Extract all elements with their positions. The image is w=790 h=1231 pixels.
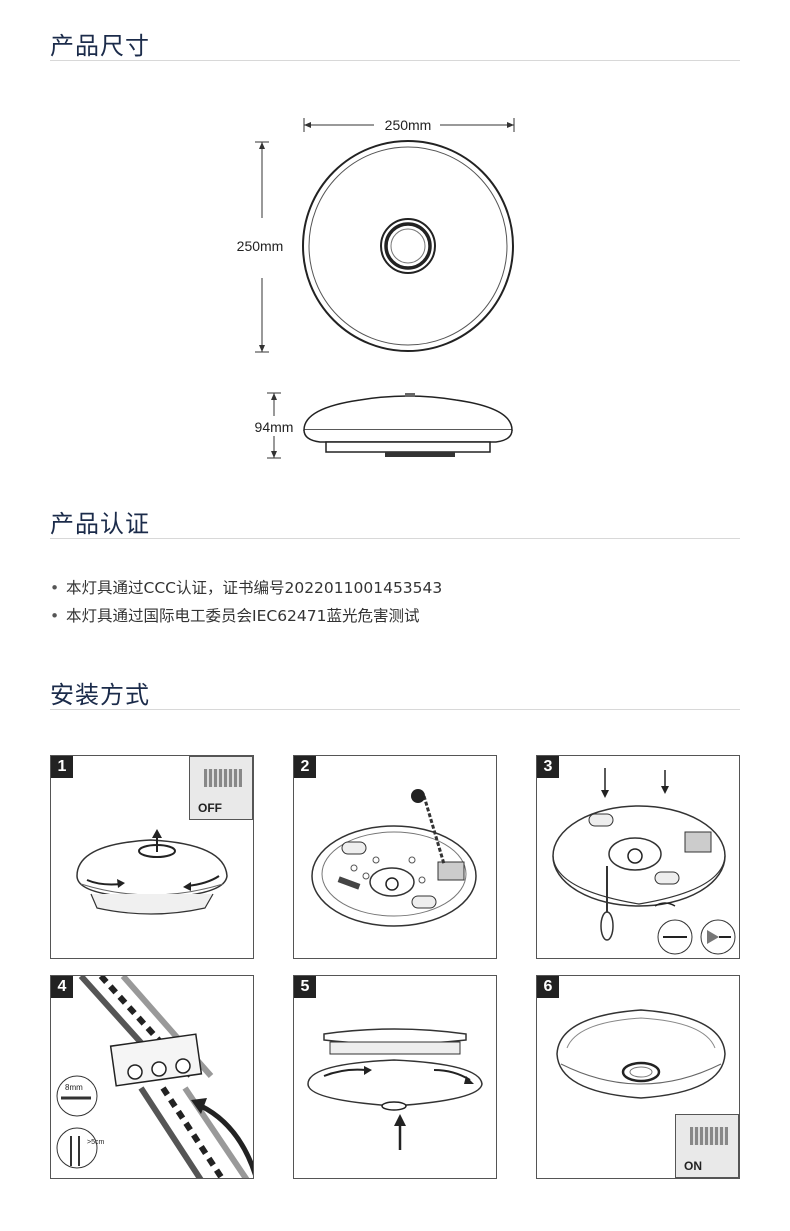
step-number: 1 (51, 756, 73, 778)
install-step-6: ON 6 (536, 975, 740, 1179)
section-divider (50, 60, 740, 61)
certification-text: 本灯具通过CCC认证，证书编号2022011001453543 (66, 579, 443, 597)
step-number: 4 (51, 976, 73, 998)
dimension-drawing: 250mm 250mm 94mm (237, 117, 515, 459)
width-dimension-label: 250mm (385, 117, 432, 133)
certification-text: 本灯具通过国际电工委员会IEC62471蓝光危害测试 (66, 607, 420, 625)
step-number: 3 (537, 756, 559, 778)
section-title-installation: 安装方式 (50, 681, 150, 709)
section-title-size: 产品尺寸 (50, 32, 150, 60)
step-number: 5 (294, 976, 316, 998)
certification-list: •本灯具通过CCC认证，证书编号2022011001453543 •本灯具通过国… (50, 574, 442, 630)
strip-length-label: 8mm (65, 1083, 83, 1092)
install-step-5: 5 (293, 975, 497, 1179)
diameter-dimension-label: 250mm (237, 238, 284, 254)
step-5-illustration (307, 1028, 483, 1150)
step-6-illustration (556, 1009, 726, 1099)
install-step-4: 8mm >5cm 4 (50, 975, 254, 1179)
step-number: 6 (537, 976, 559, 998)
clearance-label: >5cm (87, 1139, 104, 1146)
list-item: •本灯具通过国际电工委员会IEC62471蓝光危害测试 (50, 607, 420, 625)
list-item: •本灯具通过CCC认证，证书编号2022011001453543 (50, 579, 443, 597)
step-3-illustration (552, 768, 736, 955)
power-switch-inset: OFF (189, 756, 253, 820)
section-divider (50, 709, 740, 710)
step-4-illustration: 8mm >5cm (56, 976, 253, 1178)
terminal-block-icon (690, 1127, 728, 1145)
section-title-certification: 产品认证 (50, 510, 150, 538)
install-step-3: 3 (536, 755, 740, 959)
install-step-2: 2 (293, 755, 497, 959)
step-2-illustration (311, 789, 477, 927)
step-1-illustration (76, 829, 228, 915)
switch-off-label: OFF (198, 801, 222, 815)
terminal-block-icon (204, 769, 242, 787)
height-dimension-label: 94mm (255, 419, 294, 435)
step-number: 2 (294, 756, 316, 778)
install-step-1: OFF 1 (50, 755, 254, 959)
switch-on-label: ON (684, 1159, 702, 1173)
power-switch-inset: ON (675, 1114, 739, 1178)
section-divider (50, 538, 740, 539)
